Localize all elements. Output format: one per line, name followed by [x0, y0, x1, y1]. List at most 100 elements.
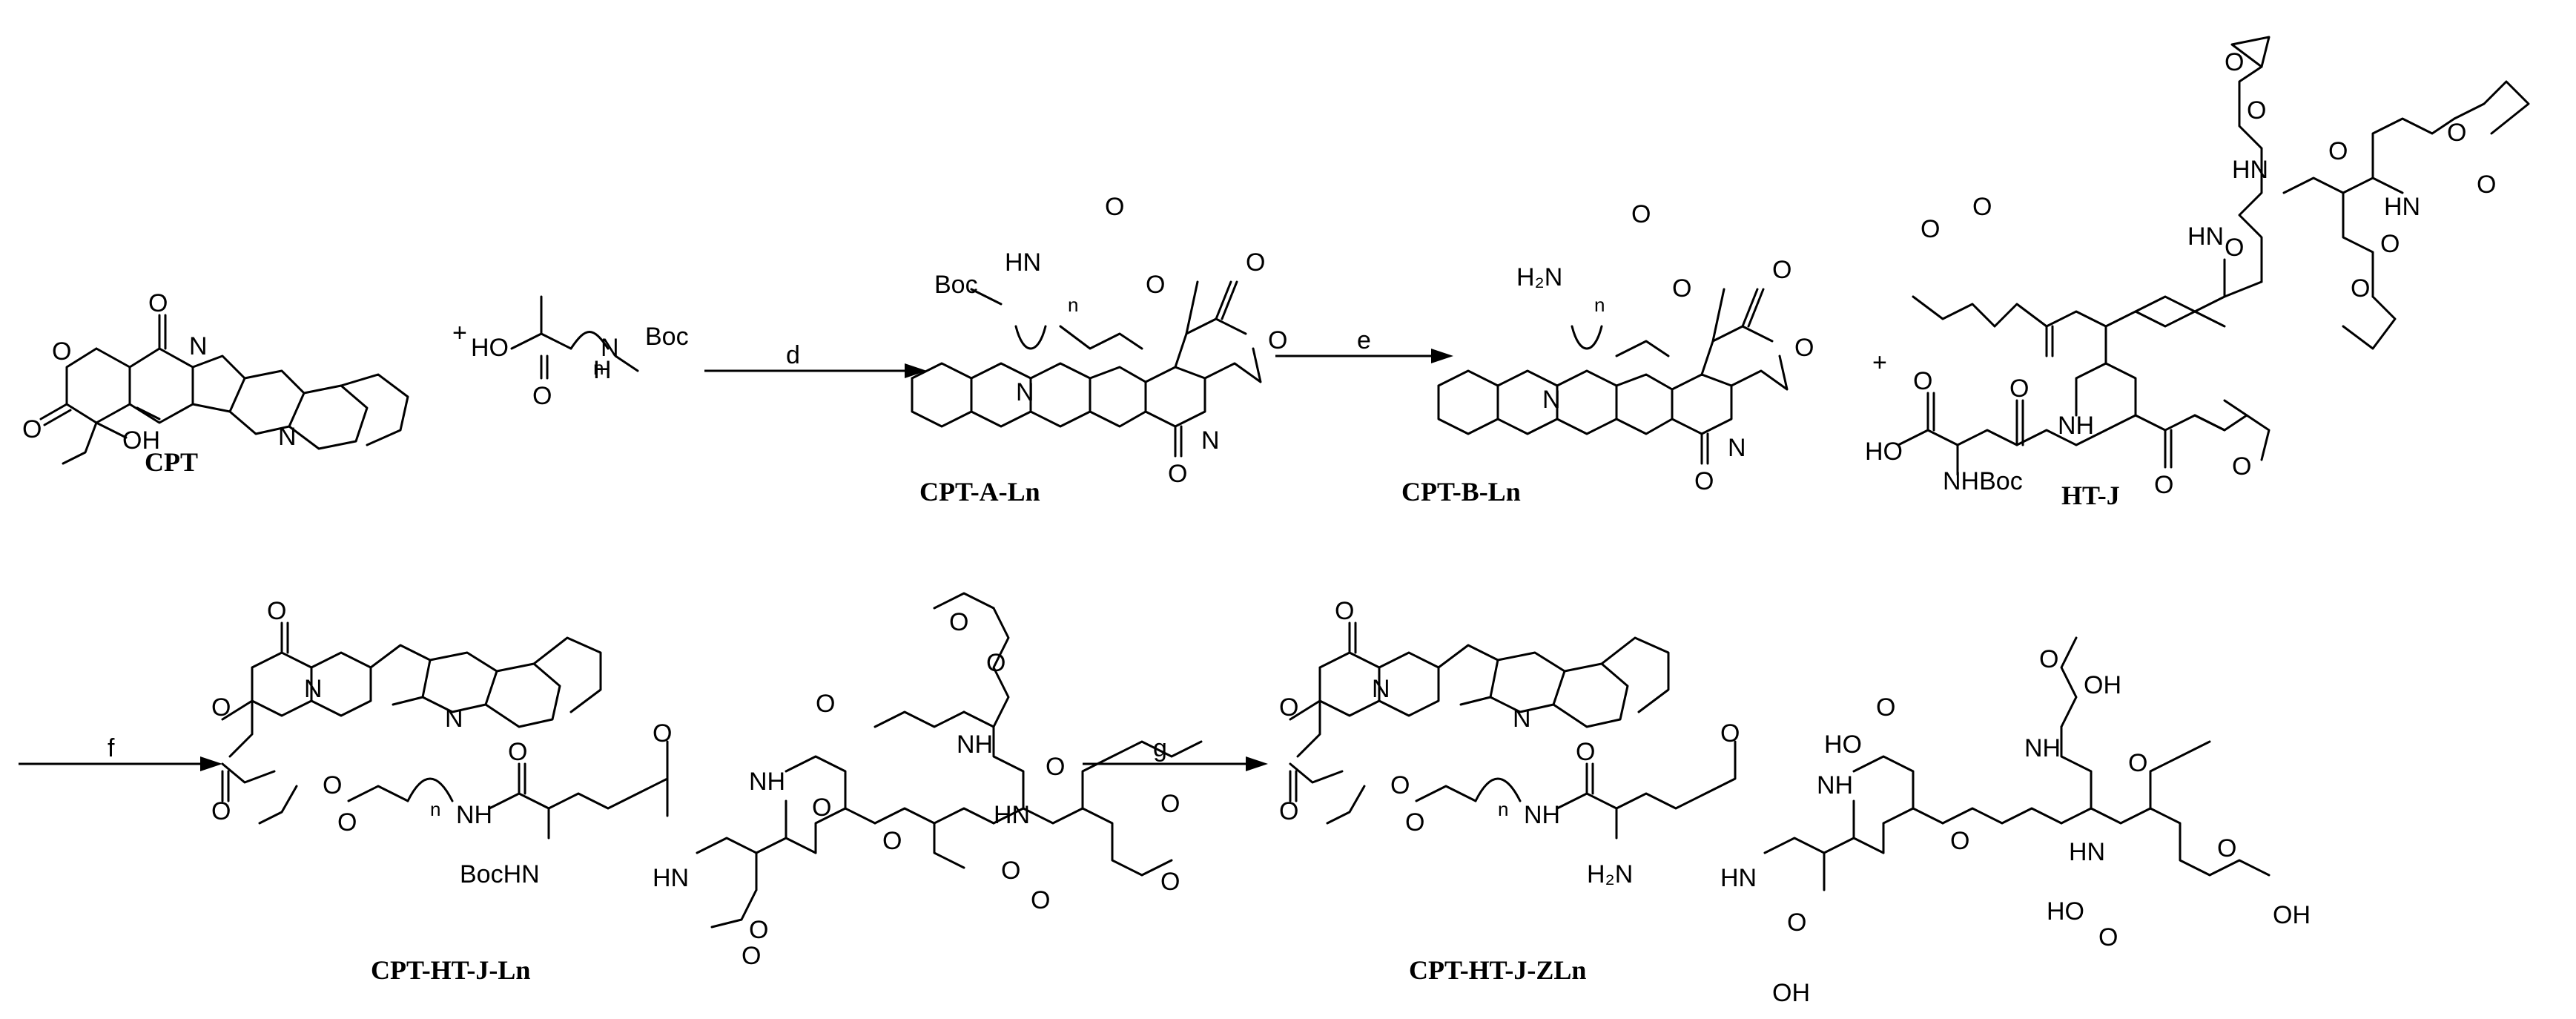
linker-n-sub: n: [593, 357, 604, 379]
cpt-a-o3: O: [1246, 248, 1265, 277]
hj-ln-o4: O: [323, 771, 342, 799]
linker-n: N: [601, 334, 619, 362]
hj-ln-o15: O: [1046, 753, 1065, 781]
cpt-a-o2: O: [1146, 271, 1165, 299]
linker-boc: Boc: [645, 323, 689, 351]
cpt-carbonyl-o: O: [148, 289, 168, 317]
hj-ln-o5: O: [337, 808, 357, 837]
zln-o6: O: [1576, 738, 1595, 766]
label-cpt-b-ln: CPT-B-Ln: [1401, 477, 1521, 507]
hj-ln-bochn: BocHN: [460, 860, 540, 888]
cpt-b-h2n: H₂N: [1516, 263, 1562, 291]
ht-j-hn3: HN: [2384, 193, 2420, 221]
cpt-ht-j-ln-structure: [221, 592, 1203, 929]
cpt-b-o2: O: [1672, 274, 1691, 303]
ht-j-o2: O: [2009, 375, 2029, 403]
zln-o3: O: [1279, 797, 1298, 825]
hj-ln-o16: O: [1001, 857, 1020, 885]
cpt-structure: [39, 314, 409, 465]
cpt-b-n1: N: [1542, 386, 1561, 414]
hj-ln-o7: O: [653, 719, 672, 748]
arrow-d-label: d: [786, 341, 800, 369]
hj-ln-o18: O: [1160, 790, 1180, 818]
hj-ln-hn: HN: [653, 864, 689, 892]
ht-j-o3: O: [2154, 471, 2173, 499]
zln-o9: O: [1876, 693, 1895, 722]
cpt-lactone-o: O: [22, 415, 42, 443]
hj-ln-o8: O: [742, 942, 761, 970]
zln-o7: O: [1720, 719, 1740, 748]
cpt-b-o3: O: [1772, 256, 1791, 284]
ht-j-hn2: HN: [2232, 156, 2268, 184]
linker-h: H: [593, 356, 612, 384]
cpt-a-hn: HN: [1005, 248, 1041, 277]
ht-j-ho: HO: [1865, 438, 1903, 466]
hj-ln-o1: O: [267, 597, 286, 625]
zln-nh3: NH: [2024, 734, 2061, 762]
zln-o8: O: [1787, 908, 1806, 937]
cpt-ring-o: O: [52, 337, 71, 366]
cpt-a-boc-hn: Boc: [934, 271, 978, 299]
arrow-d: [704, 363, 927, 378]
hj-ln-o19: O: [1160, 868, 1180, 896]
arrow-g-label: g: [1153, 734, 1167, 762]
ht-j-o9: O: [2247, 96, 2266, 125]
zln-ho1: HO: [1824, 731, 1862, 759]
cpt-b-n-sub: n: [1594, 294, 1605, 316]
label-cpt-ht-j-zln: CPT-HT-J-ZLn: [1409, 955, 1586, 985]
hj-ln-o9: O: [749, 916, 768, 944]
ht-j-o8: O: [2225, 48, 2244, 76]
zln-n-sub: n: [1498, 798, 1508, 820]
cpt-a-ln-structure: [911, 280, 1262, 458]
ht-j-o1: O: [1913, 367, 1932, 395]
hj-ln-nh2: NH: [957, 731, 993, 759]
cpt-b-ln-structure: [1437, 288, 1789, 465]
cpt-n1: N: [189, 332, 208, 360]
hj-ln-o10: O: [812, 794, 831, 822]
hj-ln-o2: O: [211, 693, 231, 722]
cpt-a-o1: O: [1105, 193, 1124, 221]
zln-o11: O: [2039, 645, 2058, 673]
hj-ln-n-sub: n: [430, 798, 440, 820]
cpt-a-n1: N: [1016, 378, 1034, 406]
ht-j-o4: O: [2232, 452, 2251, 481]
zln-o4: O: [1390, 771, 1410, 799]
zln-h2n: H₂N: [1587, 860, 1633, 888]
cpt-ht-j-zln-structure: [1289, 621, 2270, 891]
ht-j-nhboc: NHBoc: [1943, 467, 2023, 495]
zln-oh2: OH: [2084, 671, 2121, 699]
ht-j-o7: O: [2225, 234, 2244, 262]
hj-ln-n1: N: [304, 675, 323, 703]
cpt-n2: N: [278, 423, 297, 451]
ht-j-o13: O: [2380, 230, 2400, 258]
plus-sign-2: +: [1872, 349, 1887, 377]
zln-n1: N: [1372, 675, 1390, 703]
zln-nh2: NH: [1817, 771, 1853, 799]
hj-ln-o11: O: [816, 690, 835, 718]
arrow-e-label: e: [1357, 326, 1371, 354]
zln-o14: O: [2217, 834, 2236, 863]
cpt-a-n-sub: n: [1068, 294, 1078, 316]
ht-j-o12: O: [2477, 171, 2496, 199]
label-cpt-ht-j-ln: CPT-HT-J-Ln: [371, 955, 530, 985]
zln-o13: O: [2098, 923, 2118, 952]
ht-j-nh1: NH: [2058, 412, 2094, 440]
label-ht-j: HT-J: [2061, 481, 2120, 510]
ht-j-o10: O: [2328, 137, 2348, 165]
arrow-e: [1275, 349, 1453, 363]
zln-o5: O: [1405, 808, 1424, 837]
cpt-a-o4: O: [1268, 326, 1287, 354]
arrow-f: [19, 756, 222, 771]
hj-ln-o3: O: [211, 797, 231, 825]
arrow-g: [1083, 756, 1268, 771]
hj-ln-n2: N: [445, 705, 463, 733]
cpt-b-n2: N: [1728, 434, 1746, 462]
zln-hn2: HN: [2069, 838, 2105, 866]
linker-o: O: [532, 382, 552, 410]
label-cpt-a-ln: CPT-A-Ln: [919, 477, 1040, 507]
hj-ln-o13: O: [949, 608, 968, 636]
zln-o10: O: [1950, 827, 1969, 855]
cpt-b-o4: O: [1794, 334, 1814, 362]
hj-ln-o6: O: [508, 738, 527, 766]
ht-j-o11: O: [2447, 119, 2466, 147]
